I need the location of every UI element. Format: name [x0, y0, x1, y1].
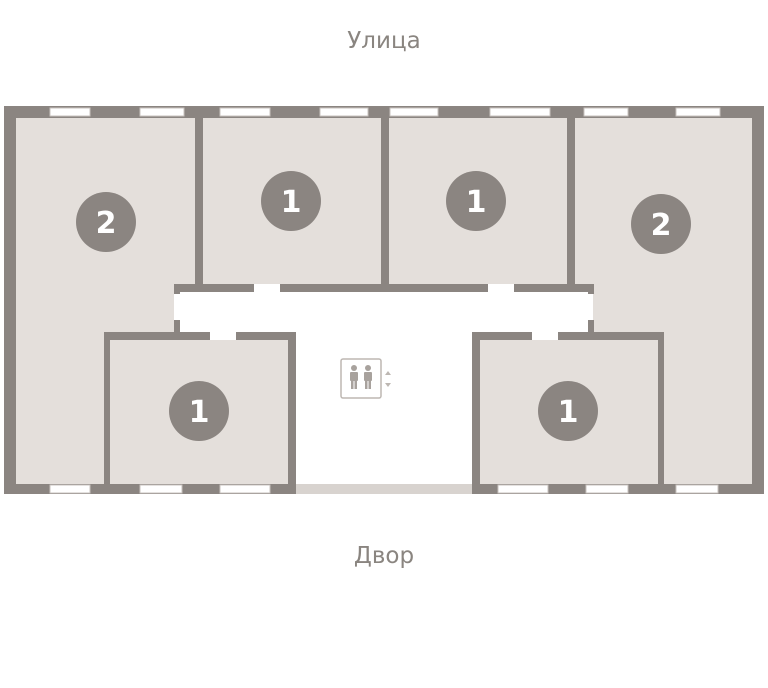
svg-text:1: 1: [466, 185, 487, 220]
svg-text:1: 1: [558, 395, 579, 430]
apartment-2-room-left[interactable]: [16, 118, 195, 484]
svg-text:2: 2: [96, 206, 117, 241]
elevator-icon: [340, 358, 391, 399]
windows-top: [49, 107, 721, 117]
room-badge-apt-6: 1: [538, 381, 598, 441]
street-label: Улица: [347, 28, 421, 54]
room-badge-apt-5: 1: [169, 381, 229, 441]
room-badge-apt-1: 2: [76, 192, 136, 252]
corridor-threshold: [296, 484, 472, 494]
room-badge-apt-2: 1: [261, 171, 321, 231]
yard-label: Двор: [353, 543, 415, 569]
room-badge-apt-4: 2: [631, 194, 691, 254]
svg-text:2: 2: [651, 208, 672, 243]
svg-text:1: 1: [189, 395, 210, 430]
windows-bottom: [49, 484, 719, 494]
room-badge-apt-3: 1: [446, 171, 506, 231]
svg-text:1: 1: [281, 185, 302, 220]
apartment-2-room-right[interactable]: [574, 118, 752, 484]
